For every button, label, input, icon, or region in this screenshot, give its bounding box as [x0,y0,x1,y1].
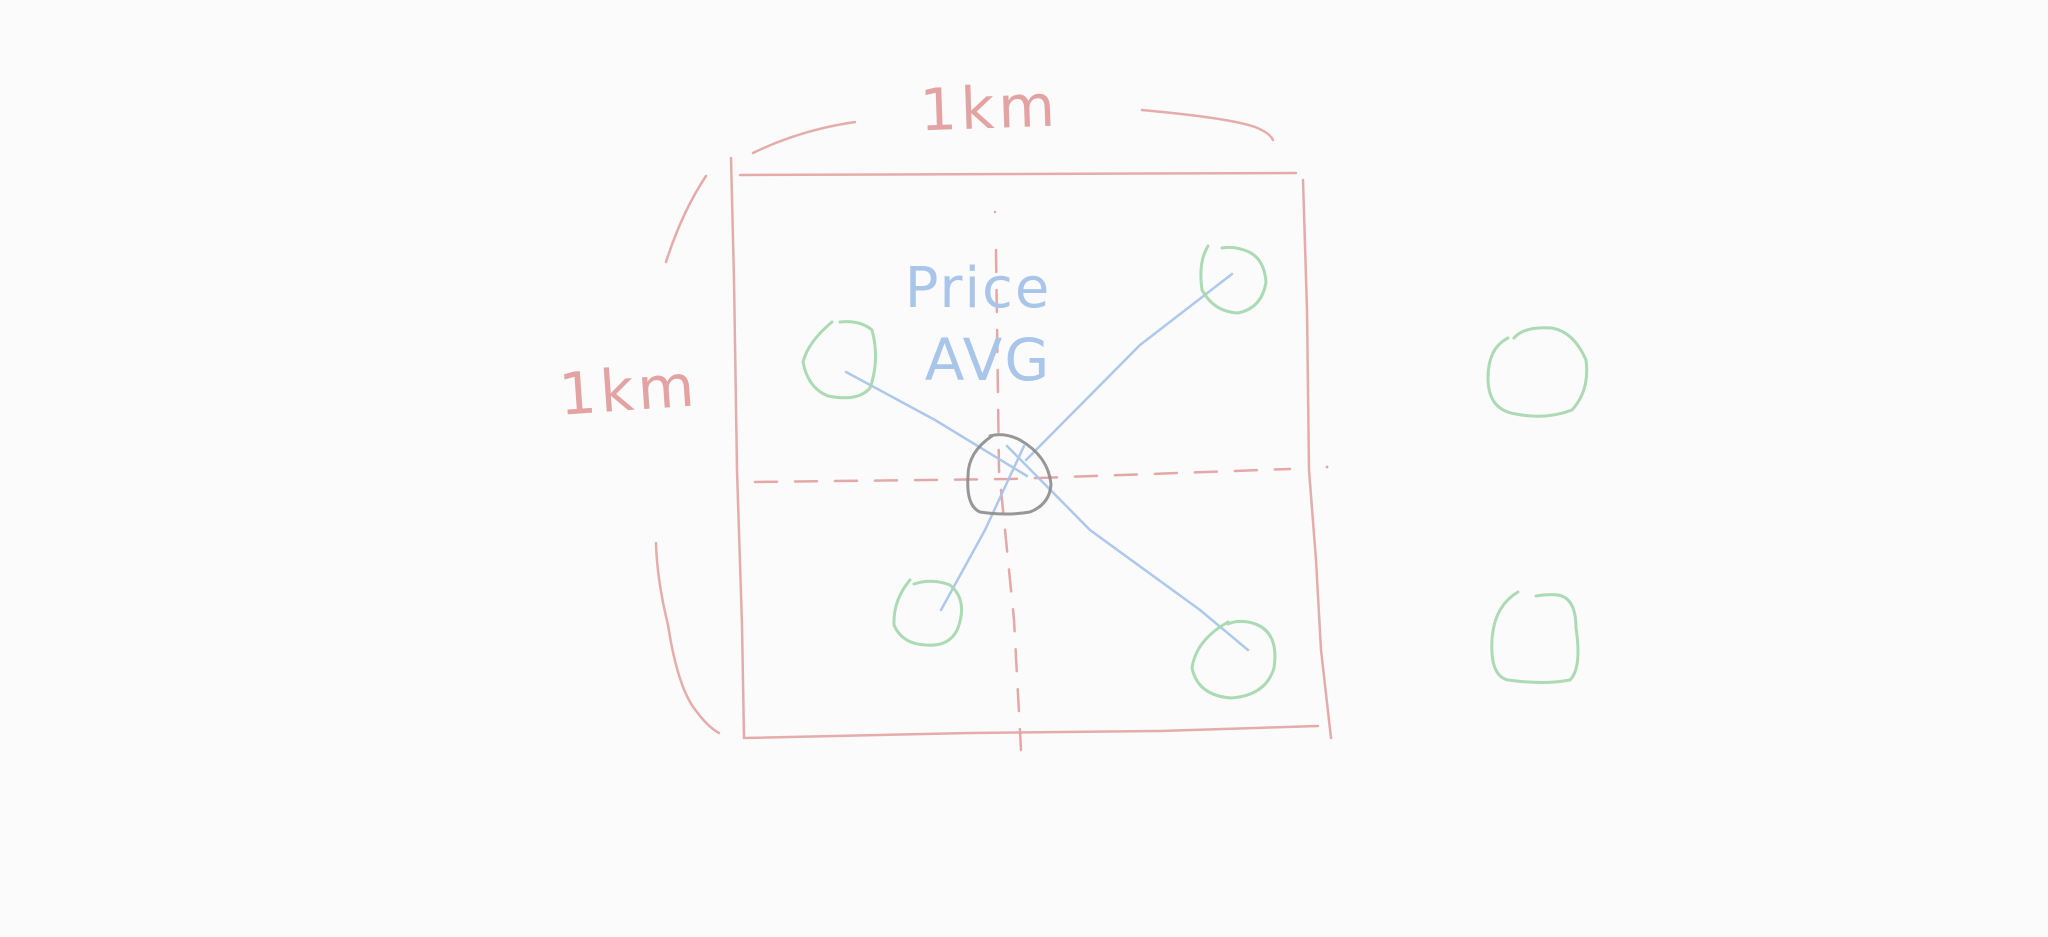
spoke-bottom-left [939,444,1026,612]
top-dimension-label: 1km [919,72,1060,145]
spoke-top-right [1024,272,1234,462]
neighbor-top-left [801,320,877,400]
left-dimension-label: 1km [557,351,700,429]
boundary-left [729,156,746,740]
top-bracket-left [751,120,857,155]
outside-node-upper [1486,326,1589,418]
avg-label: AVG [925,326,1052,394]
left-bracket-upper [664,174,708,264]
outside-nodes [1486,326,1589,684]
dimension-brackets [654,108,1275,735]
center-node [966,433,1053,516]
vertical-axis [994,248,1023,752]
top-bracket-right [1140,108,1275,142]
spoke-top-left [844,370,1029,478]
boundary-right [1301,178,1333,740]
neighbor-nodes [801,244,1277,700]
spoke-bottom-right [1005,444,1250,652]
neighbor-top-right [1199,244,1268,315]
outside-node-lower [1490,590,1580,684]
axis-tick-right [1325,465,1329,469]
boundary-bottom [742,724,1320,740]
left-bracket-lower [654,541,721,735]
boundary-square [729,156,1333,740]
neighbor-bottom-right [1190,619,1277,700]
neighbor-bottom-left [892,578,964,647]
spokes [844,272,1250,652]
boundary-top [738,171,1298,177]
horizontal-axis [753,467,1292,484]
axis-tick-top [993,210,997,214]
axes [753,248,1292,752]
price-label: Price [905,256,1052,321]
